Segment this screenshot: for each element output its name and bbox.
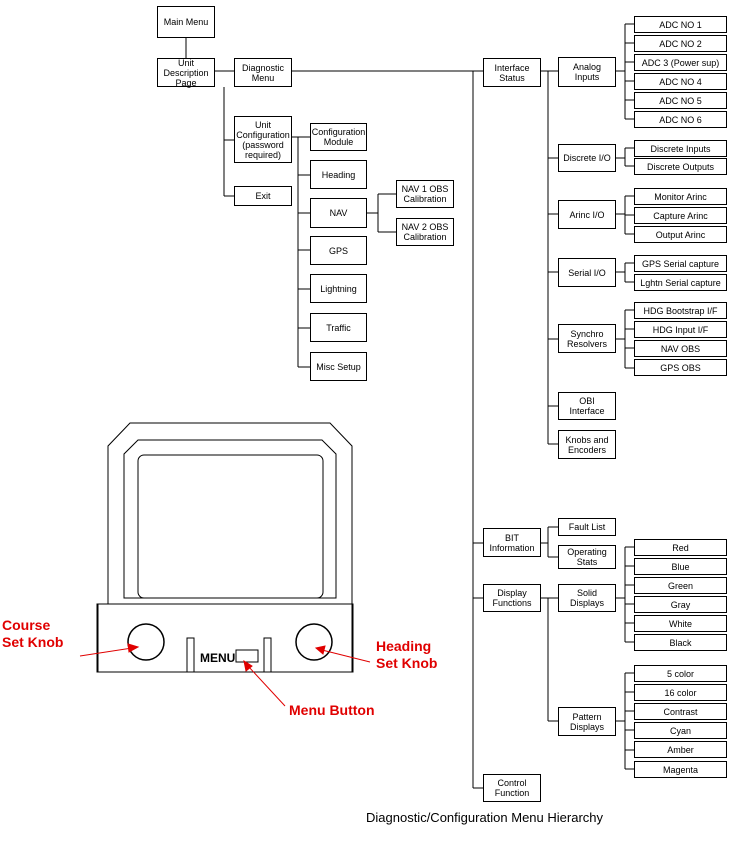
arinc-io-node: Arinc I/O [558,200,616,229]
device-control-panel [96,603,354,673]
course-knob-icon [127,623,165,661]
diagram-caption: Diagnostic/Configuration Menu Hierarchy [366,810,604,825]
operating-stats-node: Operating Stats [558,545,616,569]
device-screen [137,454,324,599]
obi-interface-node: OBI Interface [558,392,616,420]
magenta-node: Magenta [634,761,727,778]
device-outline [96,422,354,673]
cyan-node: Cyan [634,722,727,739]
right-bezel-slot [263,637,272,673]
nav-node: NAV [310,198,367,228]
blue-node: Blue [634,558,727,575]
pattern-displays-node: Pattern Displays [558,707,616,736]
adc5-node: ADC NO 5 [634,92,727,109]
screen-inner-bezel [123,439,337,599]
unit-description-node: Unit Description Page [157,58,215,88]
heading-knob-callout: Heading Set Knob [376,638,438,671]
bit-information-node: BIT Information [483,528,541,557]
unit-configuration-node: Unit Configuration (password required) [234,116,292,163]
menu-button-icon [235,649,259,663]
color16-node: 16 color [634,684,727,701]
hdg-input-node: HDG Input I/F [634,321,727,338]
hdg-bootstrap-node: HDG Bootstrap I/F [634,302,727,319]
output-arinc-node: Output Arinc [634,226,727,243]
adc6-node: ADC NO 6 [634,111,727,128]
callout-arrows [79,643,371,707]
lightning-node: Lightning [310,274,367,303]
discrete-inputs-node: Discrete Inputs [634,140,727,157]
device-bezel [107,422,353,605]
nav1-obs-node: NAV 1 OBS Calibration [396,180,454,208]
menu-button-callout: Menu Button [289,702,375,718]
discrete-io-node: Discrete I/O [558,144,616,172]
knobs-encoders-node: Knobs and Encoders [558,430,616,459]
black-node: Black [634,634,727,651]
control-function-node: Control Function [483,774,541,802]
discrete-outputs-node: Discrete Outputs [634,158,727,175]
configuration-module-node: Configuration Module [310,123,367,151]
color5-node: 5 color [634,665,727,682]
heading-node: Heading [310,160,367,189]
traffic-node: Traffic [310,313,367,342]
green-node: Green [634,577,727,594]
nav2-obs-node: NAV 2 OBS Calibration [396,218,454,246]
adc3-node: ADC 3 (Power sup) [634,54,727,71]
gray-node: Gray [634,596,727,613]
lghtn-serial-node: Lghtn Serial capture [634,274,727,291]
monitor-arinc-node: Monitor Arinc [634,188,727,205]
fault-list-node: Fault List [558,518,616,536]
serial-io-node: Serial I/O [558,258,616,287]
capture-arinc-node: Capture Arinc [634,207,727,224]
menu-label: MENU [200,651,236,665]
adc4-node: ADC NO 4 [634,73,727,90]
solid-displays-node: Solid Displays [558,584,616,612]
course-knob-callout: Course Set Knob [2,617,64,650]
amber-node: Amber [634,741,727,758]
synchro-resolvers-node: Synchro Resolvers [558,324,616,353]
left-bezel-slot [186,637,195,673]
contrast-node: Contrast [634,703,727,720]
white-node: White [634,615,727,632]
red-node: Red [634,539,727,556]
display-functions-node: Display Functions [483,584,541,612]
exit-node: Exit [234,186,292,206]
adc1-node: ADC NO 1 [634,16,727,33]
heading-knob-icon [295,623,333,661]
main-menu-node: Main Menu [157,6,215,38]
gps-node: GPS [310,236,367,265]
nav-obs-node: NAV OBS [634,340,727,357]
gps-serial-node: GPS Serial capture [634,255,727,272]
interface-status-node: Interface Status [483,58,541,87]
adc2-node: ADC NO 2 [634,35,727,52]
gps-obs-node: GPS OBS [634,359,727,376]
misc-setup-node: Misc Setup [310,352,367,381]
analog-inputs-node: Analog Inputs [558,57,616,87]
diagnostic-menu-node: Diagnostic Menu [234,58,292,87]
